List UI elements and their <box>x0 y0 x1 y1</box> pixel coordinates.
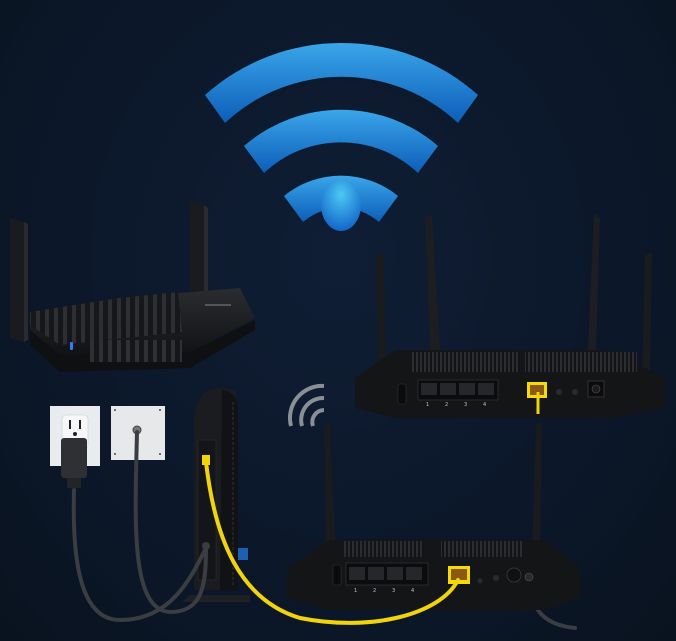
ethernet-cable <box>204 460 460 625</box>
port-label: 2 <box>373 588 376 594</box>
port-label: 3 <box>464 402 467 408</box>
router-back-top: 1 2 3 4 <box>355 214 665 418</box>
router-back-bottom: 1 2 3 4 <box>287 422 580 610</box>
signal-icon <box>287 383 325 427</box>
wifi-icon <box>205 42 478 231</box>
port-label: 1 <box>354 588 357 594</box>
port-label: 3 <box>392 588 395 594</box>
port-label: 2 <box>445 402 448 408</box>
port-label: 4 <box>483 402 486 408</box>
led-indicator-icon <box>70 342 73 350</box>
port-label: 4 <box>411 588 414 594</box>
port-label: 1 <box>426 402 429 408</box>
modem-led-icon <box>238 548 248 560</box>
router-front <box>10 200 255 372</box>
power-outlet <box>50 406 100 488</box>
